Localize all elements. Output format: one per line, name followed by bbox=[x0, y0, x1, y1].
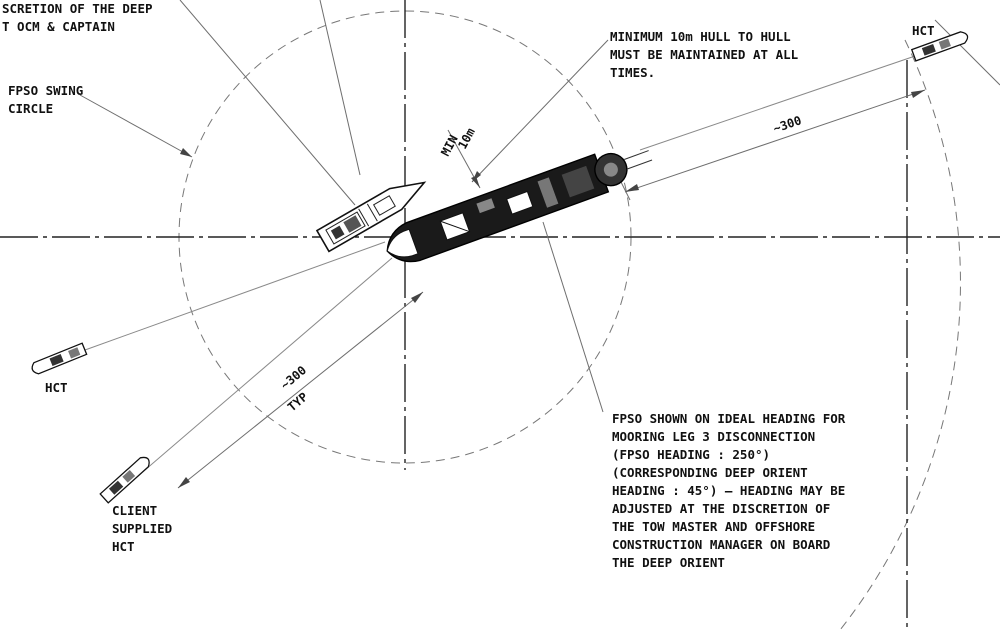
fpso-note-line: (FPSO HEADING : 250°) bbox=[612, 447, 770, 462]
fpso-note-line: CONSTRUCTION MANAGER ON BOARD bbox=[612, 537, 830, 552]
leader-arrowhead bbox=[180, 148, 192, 157]
dim-300-right-label: ~300 bbox=[771, 113, 803, 136]
leader-fpso-note bbox=[542, 221, 604, 413]
top-left-note-line1: SCRETION OF THE DEEP bbox=[2, 1, 153, 16]
fpso-vessel bbox=[386, 150, 653, 263]
hct-left-label: HCT bbox=[45, 380, 68, 395]
dimension-line-left bbox=[177, 291, 424, 489]
fpso-note-line: (CORRESPONDING DEEP ORIENT bbox=[612, 465, 808, 480]
min-clearance-note-line2: MUST BE MAINTAINED AT ALL bbox=[610, 47, 799, 62]
client-hct-label-line3: HCT bbox=[112, 539, 135, 554]
dim-arrowhead bbox=[911, 90, 925, 98]
client-hct-label-line2: SUPPLIED bbox=[112, 521, 172, 536]
fpso-note-line: MOORING LEG 3 DISCONNECTION bbox=[612, 429, 815, 444]
tow-line-to-right-hct bbox=[639, 54, 919, 151]
fpso-note-line: THE TOW MASTER AND OFFSHORE bbox=[612, 519, 815, 534]
client-hct-label-line1: CLIENT bbox=[112, 503, 157, 518]
dim-extension bbox=[619, 179, 631, 201]
construction-line bbox=[934, 19, 1000, 86]
dim-arrowhead bbox=[178, 477, 190, 488]
leader-swing-circle bbox=[79, 94, 193, 158]
dim-arrowhead bbox=[411, 292, 423, 303]
client-hct-vessel bbox=[99, 456, 150, 504]
dim-min-label: MIN bbox=[438, 133, 461, 159]
top-left-note-line2: T OCM & CAPTAIN bbox=[2, 19, 115, 34]
tow-line-to-left-hct bbox=[84, 241, 386, 351]
dimension-line-right bbox=[624, 89, 926, 193]
dim-300-left-label: ~300 bbox=[278, 363, 309, 392]
fpso-heading-note: FPSO SHOWN ON IDEAL HEADING FOR MOORING … bbox=[612, 411, 846, 570]
construction-line bbox=[179, 0, 356, 206]
fpso-note-line: HEADING : 45°) – HEADING MAY BE bbox=[612, 483, 845, 498]
min-clearance-note-line1: MINIMUM 10m HULL TO HULL bbox=[610, 29, 791, 44]
min-clearance-note-line3: TIMES. bbox=[610, 65, 655, 80]
hct-left-vessel bbox=[31, 342, 88, 375]
swing-circle-label-line1: FPSO SWING bbox=[8, 83, 83, 98]
leader-arrowhead bbox=[472, 171, 481, 182]
fpso-note-line: ADJUSTED AT THE DISCRETION OF bbox=[612, 501, 830, 516]
dim-arrowhead bbox=[471, 176, 480, 188]
leader-min-clearance bbox=[471, 39, 609, 183]
swing-circle-label-line2: CIRCLE bbox=[8, 101, 53, 116]
outer-swing-arc bbox=[839, 39, 961, 630]
deep-orient-vessel bbox=[315, 181, 427, 253]
hct-right-vessel bbox=[910, 31, 969, 62]
dim-typ-label: TYP bbox=[285, 390, 311, 415]
construction-line bbox=[319, 0, 361, 176]
fpso-note-line: FPSO SHOWN ON IDEAL HEADING FOR bbox=[612, 411, 846, 426]
fpso-note-line: THE DEEP ORIENT bbox=[612, 555, 725, 570]
tow-line-to-client-hct bbox=[144, 257, 393, 471]
hct-right-label: HCT bbox=[912, 23, 935, 38]
dim-arrowhead bbox=[625, 184, 639, 192]
